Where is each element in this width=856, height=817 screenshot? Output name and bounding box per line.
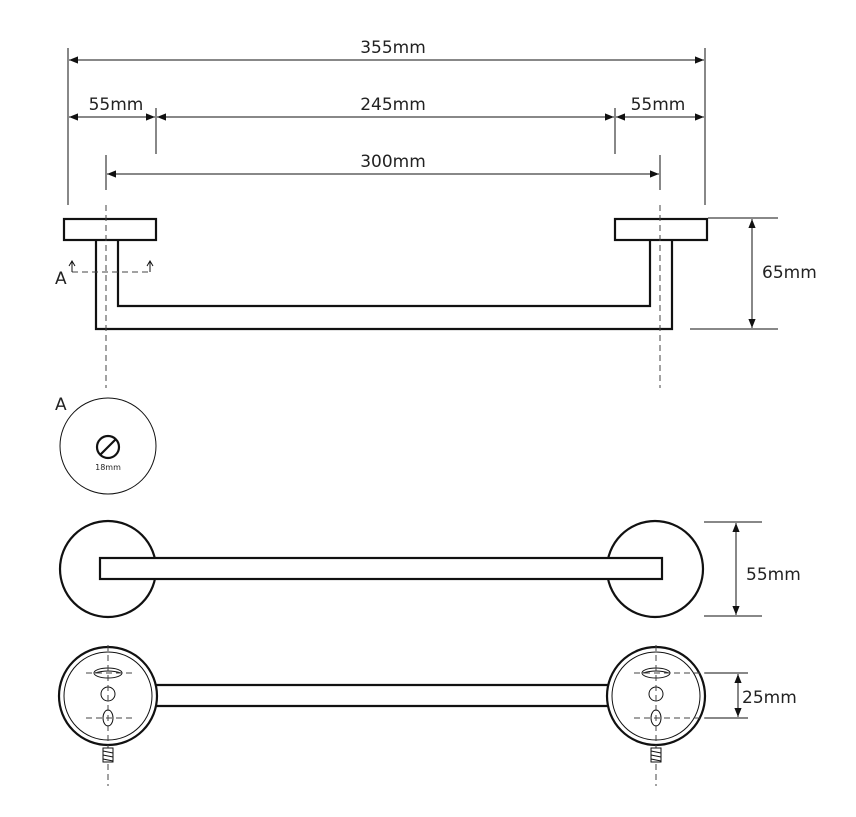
bar-diameter-label: 18mm [95, 463, 121, 472]
depth-label: 65mm [762, 263, 817, 283]
dimension-lines-top [67, 48, 706, 205]
center-distance-label: 300mm [360, 152, 426, 172]
side-view [62, 205, 709, 388]
overall-width-label: 355mm [360, 38, 426, 58]
section-view-label: A [55, 395, 67, 415]
rosette-diameter-label: 55mm [746, 565, 801, 585]
hole-spacing-dimension [705, 672, 748, 719]
inner-width-label: 245mm [360, 95, 426, 115]
top-view [58, 519, 705, 619]
hole-spacing-label: 25mm [742, 688, 797, 708]
depth-dimension [690, 217, 778, 330]
right-mounting-plate [605, 645, 707, 786]
back-view [57, 645, 707, 786]
section-cut-label: A [55, 269, 67, 289]
section-a-view [59, 397, 157, 495]
right-offset-label: 55mm [631, 95, 686, 115]
rosette-dimension [704, 521, 762, 617]
left-offset-label: 55mm [89, 95, 144, 115]
left-mounting-plate [57, 645, 159, 786]
